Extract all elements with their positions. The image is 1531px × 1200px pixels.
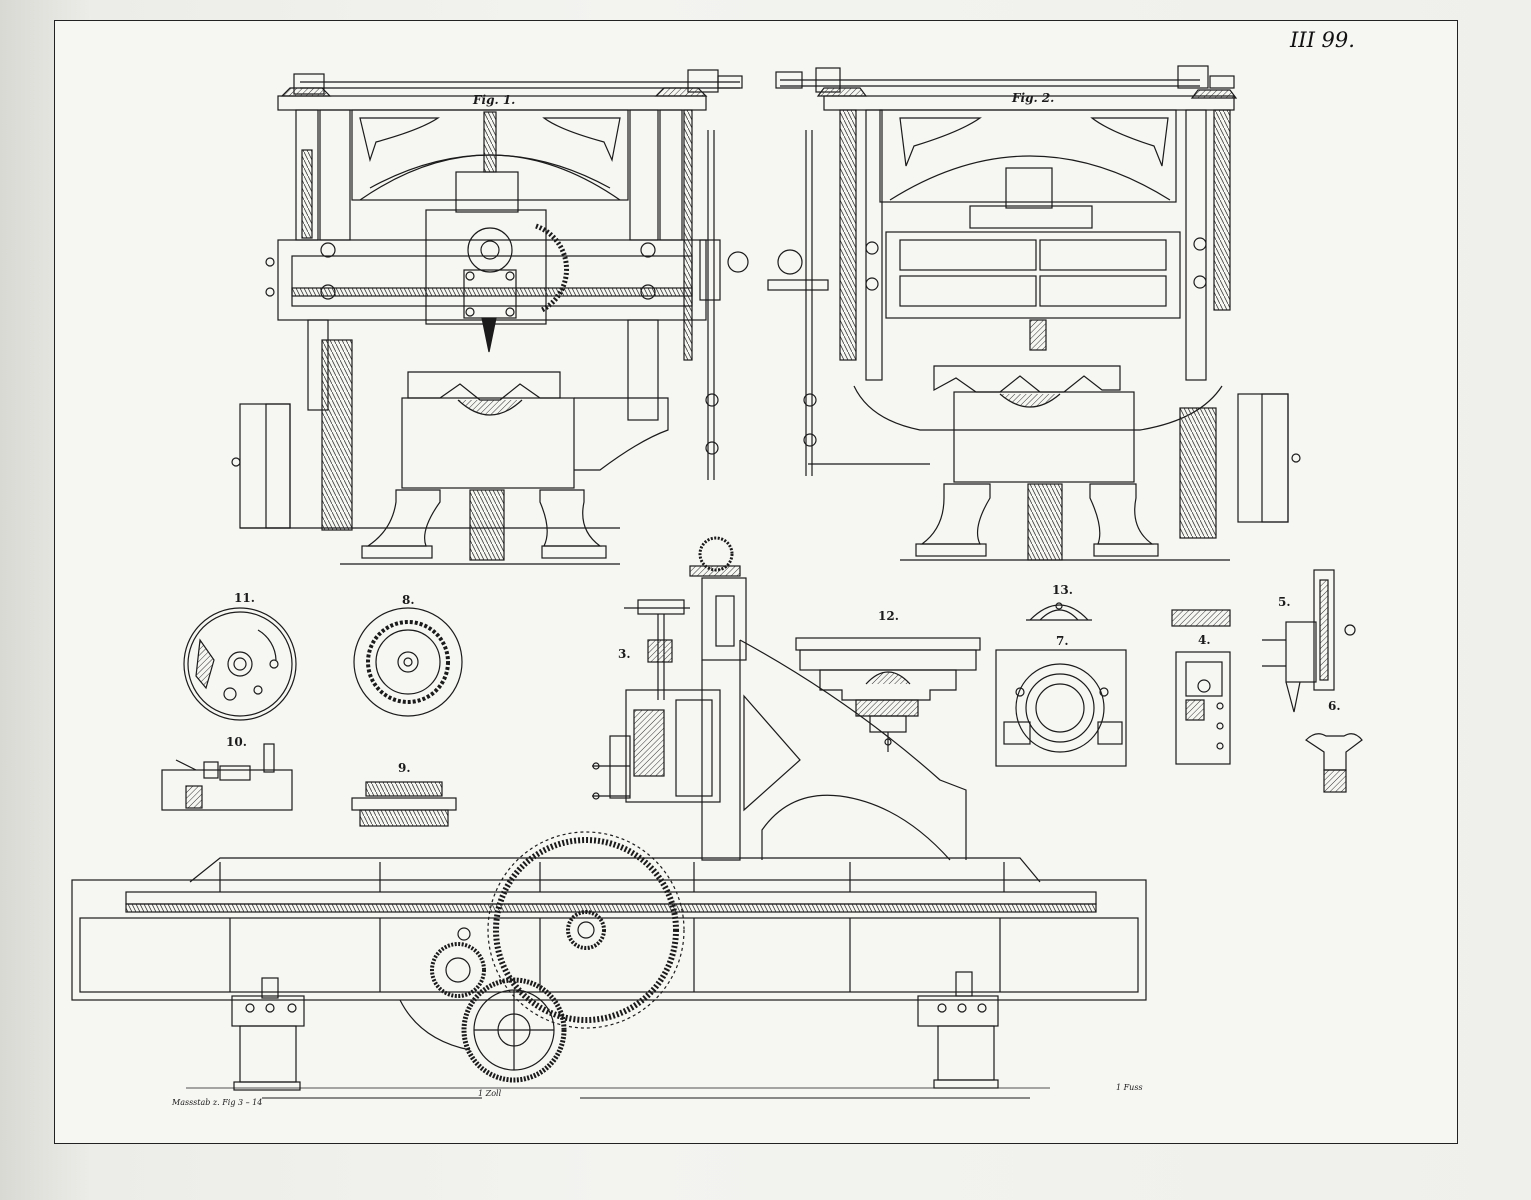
scale-bars bbox=[186, 1087, 1050, 1099]
fig5-label: 5. bbox=[1278, 595, 1291, 609]
fig9-label: 9. bbox=[398, 761, 411, 775]
fig1-front-elevation bbox=[231, 69, 749, 565]
scale-right-caption: 1 Fuss bbox=[1116, 1083, 1143, 1092]
fig4-label: 4. bbox=[1198, 633, 1211, 647]
scale-caption: Massstab z. Fig 3 – 14 bbox=[171, 1098, 262, 1107]
fig11-dividing-disc bbox=[183, 607, 297, 721]
fig5-tool-holder bbox=[1262, 569, 1356, 713]
fig7-label: 7. bbox=[1056, 634, 1069, 648]
fig2-label: Fig. 2. bbox=[1011, 91, 1054, 105]
scale-left-end: 1 Zoll bbox=[478, 1089, 502, 1098]
fig1-label: Fig. 1. bbox=[472, 93, 515, 107]
fig13-label: 13. bbox=[1052, 583, 1073, 597]
fig3-label: 3. bbox=[618, 647, 631, 661]
fig10-clamp bbox=[161, 743, 293, 811]
fig10-label: 10. bbox=[226, 735, 247, 749]
plate-number: III 99. bbox=[1289, 28, 1355, 52]
machine-bed bbox=[71, 831, 1147, 1091]
fig9-gear-side bbox=[351, 781, 457, 827]
fig8-gear bbox=[353, 607, 463, 717]
fig12-chuck-section bbox=[795, 637, 981, 752]
fig3-feed-mechanism bbox=[592, 536, 967, 861]
fig2-rear-elevation bbox=[767, 65, 1301, 561]
fig7-plate bbox=[995, 649, 1127, 767]
fig12-label: 12. bbox=[878, 609, 899, 623]
fig6-nut bbox=[1305, 733, 1363, 793]
fig13-bracket bbox=[1026, 602, 1092, 621]
fig11-label: 11. bbox=[234, 591, 255, 605]
fig8-label: 8. bbox=[402, 593, 415, 607]
fig6-label: 6. bbox=[1328, 699, 1341, 713]
fig4-slide bbox=[1171, 609, 1231, 765]
